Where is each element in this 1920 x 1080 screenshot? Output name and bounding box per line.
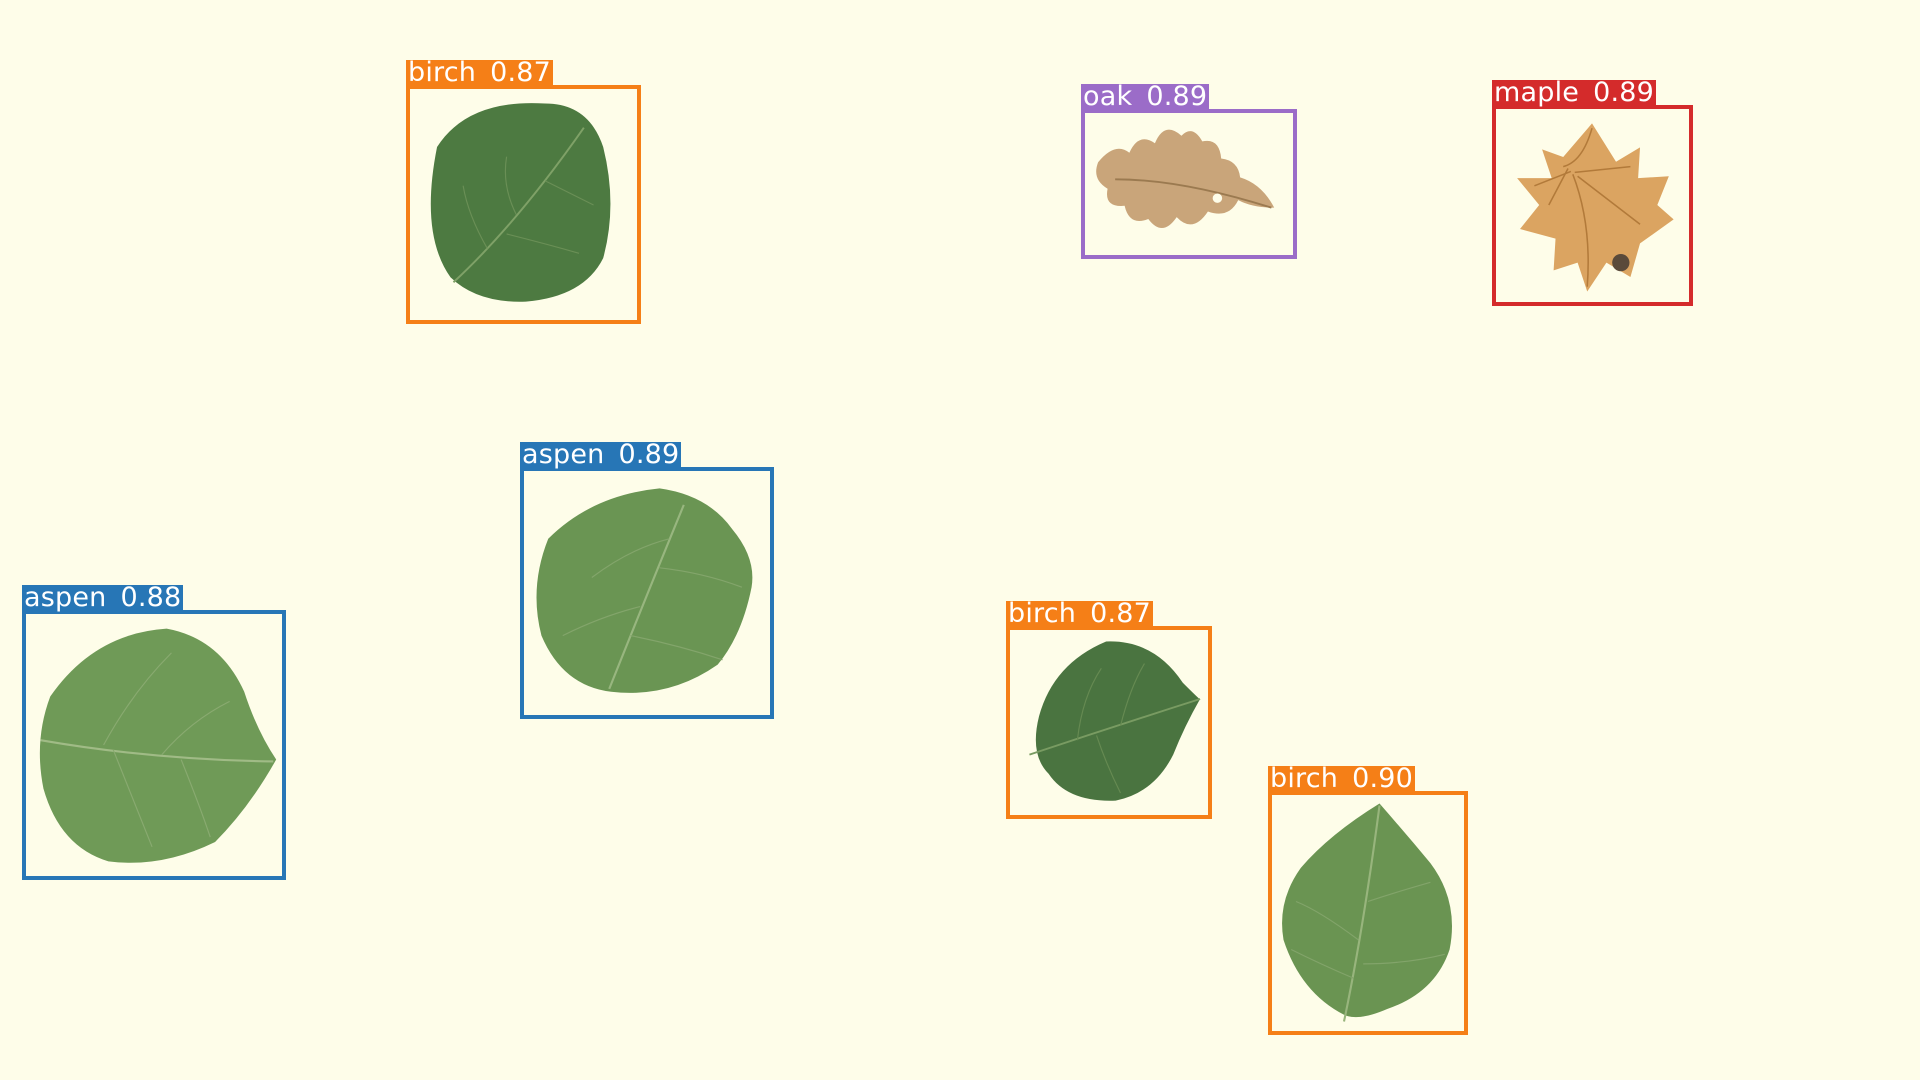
birch-leaf-image	[430, 103, 611, 302]
class-name: birch	[408, 57, 477, 88]
detection-box-birch: birch 0.87	[406, 59, 641, 324]
oak-leaf-image	[1096, 129, 1275, 229]
confidence-score: 0.89	[1593, 77, 1655, 108]
detection-box-aspen: aspen 0.88	[22, 584, 286, 880]
detection-label: aspen 0.89	[520, 439, 682, 470]
detection-label: birch 0.87	[406, 57, 554, 88]
aspen-leaf-image	[536, 488, 753, 693]
confidence-score: 0.89	[618, 439, 680, 470]
class-name: oak	[1083, 81, 1133, 112]
class-name: birch	[1270, 763, 1339, 794]
detection-box-maple: maple 0.89	[1492, 79, 1693, 306]
birch-leaf-image	[1282, 803, 1452, 1022]
class-name: birch	[1008, 598, 1077, 629]
class-name: maple	[1494, 77, 1580, 108]
detection-label: birch 0.90	[1268, 763, 1416, 794]
detection-box-oak: oak 0.89	[1081, 83, 1297, 259]
detection-box-birch: birch 0.87	[1006, 600, 1212, 819]
detection-box-birch: birch 0.90	[1268, 765, 1468, 1035]
aspen-leaf-image	[39, 628, 277, 863]
detection-box-aspen: aspen 0.89	[520, 441, 774, 719]
confidence-score: 0.90	[1352, 763, 1414, 794]
detection-label: aspen 0.88	[22, 582, 184, 613]
detection-label: oak 0.89	[1081, 81, 1210, 112]
birch-leaf-image	[1029, 641, 1201, 801]
confidence-score: 0.88	[120, 582, 182, 613]
confidence-score: 0.87	[490, 57, 552, 88]
detection-label: maple 0.89	[1492, 77, 1657, 108]
detection-label: birch 0.87	[1006, 598, 1154, 629]
confidence-score: 0.89	[1146, 81, 1208, 112]
class-name: aspen	[522, 439, 605, 470]
class-name: aspen	[24, 582, 107, 613]
confidence-score: 0.87	[1090, 598, 1152, 629]
maple-leaf-image	[1517, 123, 1674, 292]
